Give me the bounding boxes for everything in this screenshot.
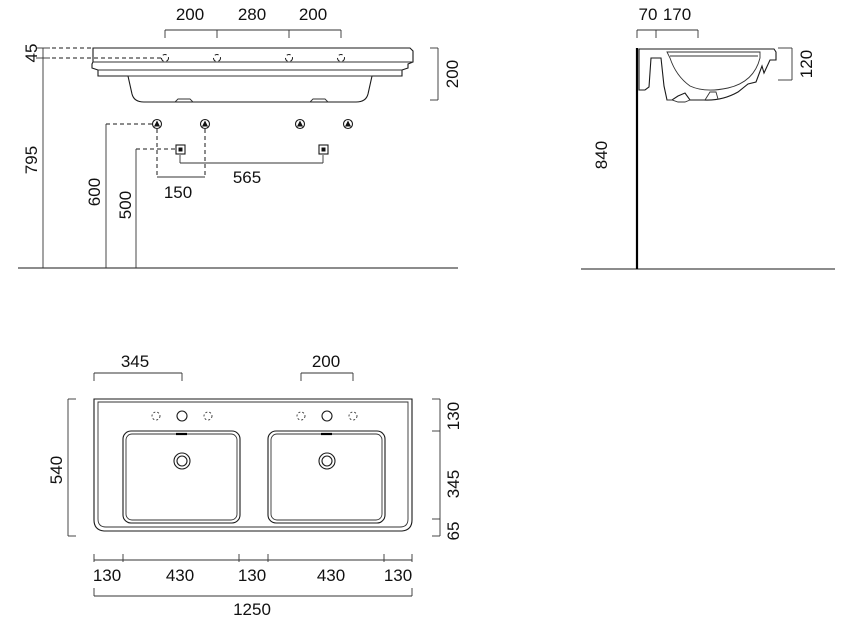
tap-hole-front-3 [285,54,293,62]
dim-right-200: 200 [443,60,462,88]
tap-hole-plan-4 [296,411,306,421]
dim-bottom-5: 130 [384,566,412,585]
left-bowl [122,430,241,524]
dim-200-right: 200 [299,5,327,24]
dim-345-top: 345 [121,352,149,371]
tap-hole-plan-3 [203,411,213,421]
dim-150: 150 [164,183,192,202]
dim-500: 500 [116,191,135,219]
right-bowl [267,430,386,524]
dim-120: 120 [797,50,816,78]
dim-bottom-1: 130 [93,566,121,585]
front-view: 200 280 200 45 795 200 [18,5,462,269]
plan-view: 345 200 540 130 345 65 130 430 130 430 1… [47,352,463,619]
dim-200-left: 200 [176,5,204,24]
supply-valve-4 [342,118,354,130]
dim-200-top: 200 [312,352,340,371]
side-view: 70 170 120 840 [581,5,835,270]
dim-70: 70 [639,5,658,24]
dim-65-right: 65 [444,522,463,541]
right-drain-inner [321,455,333,467]
right-drain-outer [318,452,336,470]
dim-45: 45 [22,44,41,63]
tap-hole-front-2 [213,54,221,62]
side-basin-section [638,48,777,101]
tap-hole-plan-6 [348,411,358,421]
dim-130-right: 130 [444,402,463,430]
dim-bottom-2: 430 [166,566,194,585]
dim-840: 840 [592,141,611,169]
dim-600: 600 [85,178,104,206]
dim-total-1250: 1250 [233,600,271,619]
tap-hole-front-4 [337,54,345,62]
tap-hole-plan-5 [321,410,333,422]
supply-valve-1 [151,118,163,130]
tap-hole-plan-2 [176,410,188,422]
dim-280: 280 [238,5,266,24]
plan-outline [93,398,413,532]
dim-170: 170 [663,5,691,24]
left-drain-inner [176,455,188,467]
dim-bottom-3: 130 [238,566,266,585]
front-basin-rim [91,47,414,103]
dim-345-right: 345 [444,470,463,498]
left-drain-outer [173,452,191,470]
dim-bottom-4: 430 [317,566,345,585]
tap-hole-front-1 [161,54,169,62]
tap-hole-plan-1 [151,411,161,421]
dim-540: 540 [47,456,66,484]
dim-795: 795 [22,146,41,174]
supply-valve-2 [199,118,211,130]
dim-565: 565 [233,168,261,187]
drain-connection-1 [175,144,186,155]
drain-connection-2 [318,144,329,155]
supply-valve-3 [294,118,306,130]
